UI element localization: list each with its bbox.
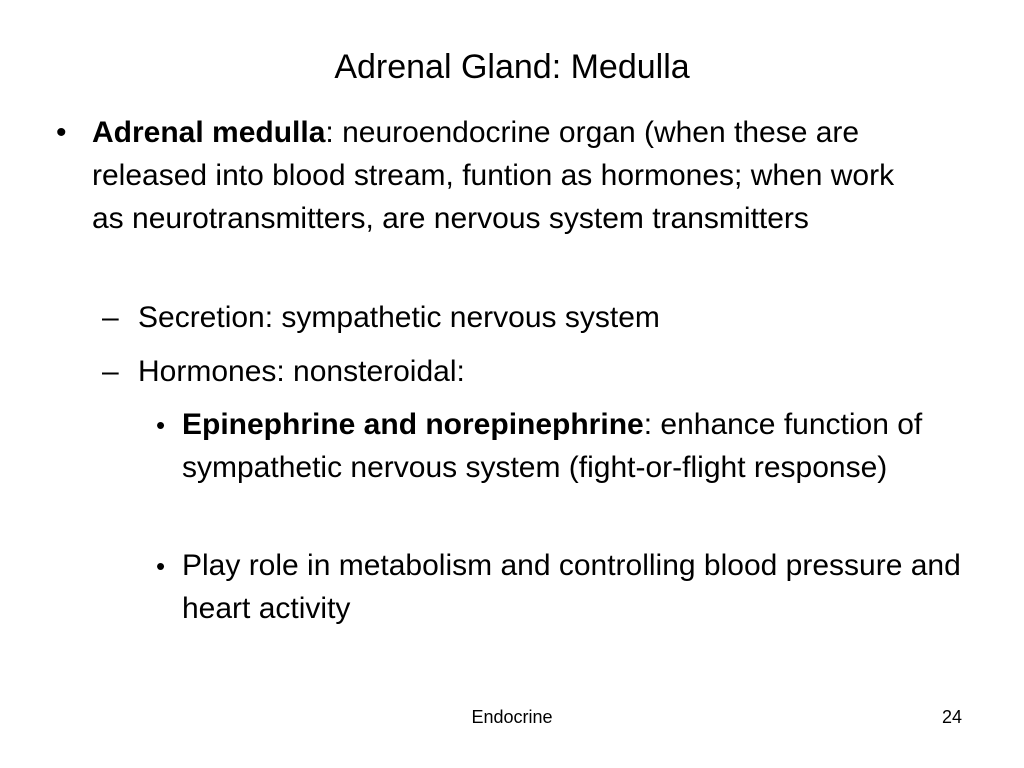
- dash-marker: –: [102, 301, 119, 334]
- bullet-marker: •: [156, 410, 166, 440]
- subsubbullet-text: Epinephrine and norepinephrine: enhance …: [182, 408, 922, 484]
- subbullet-text: Secretion: sympathetic nervous system: [138, 301, 660, 334]
- dash-marker: –: [102, 355, 119, 388]
- bullet-adrenal-medulla: • Adrenal medulla: neuroendocrine organ …: [56, 111, 912, 240]
- subsubbullet-text: Play role in metabolism and controlling …: [182, 549, 961, 625]
- page-number: 24: [941, 707, 962, 727]
- bullet-description: : neuroendocrine organ (when these are r…: [92, 116, 895, 235]
- subbullet-text: Hormones: nonsteroidal:: [138, 355, 465, 388]
- subbullet-hormones: – Hormones: nonsteroidal:: [102, 350, 938, 393]
- slide-title: Adrenal Gland: Medulla: [334, 48, 690, 86]
- footer-label: Endocrine: [471, 707, 553, 727]
- subsubbullet-metabolism: • Play role in metabolism and controllin…: [156, 544, 962, 630]
- bullet-text: Adrenal medulla: neuroendocrine organ (w…: [92, 116, 894, 235]
- bullet-marker: •: [56, 116, 67, 149]
- bullet-term: Epinephrine and norepinephrine: [182, 408, 644, 441]
- subbullet-secretion: – Secretion: sympathetic nervous system: [102, 296, 938, 339]
- bullet-term: Adrenal medulla: [92, 116, 326, 149]
- bullet-description: : enhance function of sympathetic nervou…: [182, 408, 923, 484]
- bullet-marker: •: [156, 551, 166, 581]
- subsubbullet-epinephrine: • Epinephrine and norepinephrine: enhanc…: [156, 403, 962, 489]
